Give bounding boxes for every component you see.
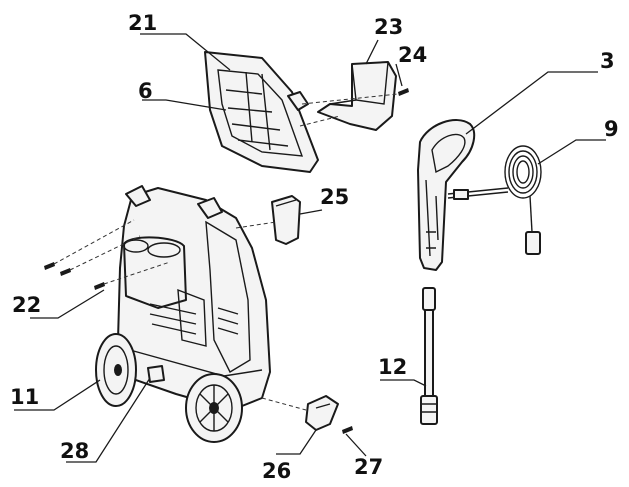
screw-27 [342,426,353,434]
leader-28 [66,377,151,463]
label-24: 24 [398,43,427,67]
leader-24 [395,63,403,87]
leader-27 [345,433,367,457]
assembly-line [69,235,141,271]
rear-wheel [95,333,137,407]
leader-6 [142,99,227,111]
label-25: 25 [320,185,349,209]
foot-bracket [305,395,339,431]
label-3: 3 [600,49,615,73]
cover-panel [204,51,319,173]
leader-9 [537,139,606,165]
assembly-line [235,221,277,229]
label-12: 12 [378,355,407,379]
label-9: 9 [604,117,619,141]
leader-3 [465,71,598,135]
lance [420,287,438,425]
label-6: 6 [138,79,153,103]
holder-bracket [317,61,397,131]
assembly-line [261,397,307,411]
leader-21 [140,33,231,71]
assembly-line [53,219,135,265]
label-28: 28 [60,439,89,463]
assembly-line [299,115,341,127]
label-22: 22 [12,293,41,317]
assembly-line [103,261,171,285]
screw-24 [398,88,409,96]
clip-25 [271,195,301,245]
leader-12 [380,379,427,387]
coiled-hose [447,145,542,255]
front-wheel [185,373,243,443]
screws-22 [44,262,105,290]
label-11: 11 [10,385,39,409]
label-21: 21 [128,11,157,35]
leader-26 [276,429,317,455]
assembly-line [301,93,399,105]
spray-gun [417,119,476,271]
label-27: 27 [354,455,383,479]
leader-22 [30,289,105,319]
label-26: 26 [262,459,291,483]
label-23: 23 [374,15,403,39]
leader-11 [14,379,101,411]
leader-23 [365,39,379,65]
machine-body [117,185,271,411]
leader-25 [299,209,323,215]
